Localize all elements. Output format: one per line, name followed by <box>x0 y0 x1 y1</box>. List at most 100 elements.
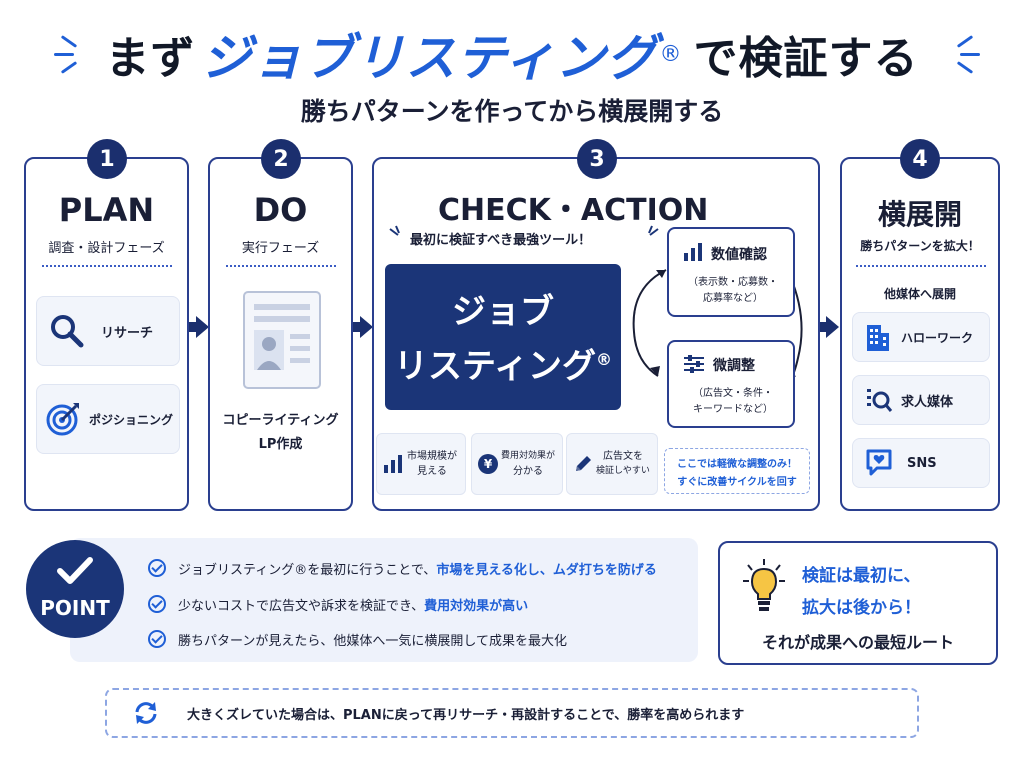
channel-label: 求人媒体 <box>901 394 954 410</box>
step-title: CHECK・ACTION <box>438 193 709 228</box>
lightbulb-icon <box>743 559 785 611</box>
tagline-spark-right-icon <box>648 225 659 236</box>
job-listing-box: ジョブ リスティング® <box>385 264 621 410</box>
target-icon <box>46 403 79 436</box>
flow-arrow-stem <box>353 322 361 332</box>
point-label: POINT <box>40 596 110 620</box>
point-highlight: 費用対効果が高い <box>424 598 529 614</box>
job-listing-registered-mark: ® <box>595 350 612 369</box>
point-badge: POINT <box>26 540 124 638</box>
benefit-line1: 広告文を <box>602 451 643 462</box>
benefit-line2: 分かる <box>513 466 543 477</box>
document-profile-icon <box>243 291 321 389</box>
benefit-ad-testing: 広告文を 検証しやすい <box>566 433 658 495</box>
step-title: 横展開 <box>877 198 962 231</box>
check-card-title: 微調整 <box>713 358 755 374</box>
flow-arrow-stem <box>820 322 828 332</box>
check-card-detail-line2: 応募率など） <box>703 293 763 304</box>
step-number-badge: 1 <box>87 139 127 179</box>
point-text: 少ないコストで広告文や訴求を検証でき、 <box>178 598 425 614</box>
job-listing-line2: リスティング® <box>394 346 612 387</box>
check-card-detail-line2: キーワードなど） <box>693 404 773 415</box>
expansion-section-label: 他媒体へ展開 <box>883 287 956 301</box>
note-line1: ここでは軽微な調整のみ！ <box>677 458 797 470</box>
building-icon <box>867 325 889 351</box>
point-text: ジョブリスティング®を最初に行うことで、 <box>178 562 437 578</box>
plan-item-positioning: ポジショニング <box>36 384 180 454</box>
step-subtitle: 勝ちパターンを拡大！ <box>860 239 980 253</box>
flow-arrow-icon <box>826 316 839 338</box>
step-subtitle: 調査・設計フェーズ <box>48 241 165 256</box>
bar-chart-icon <box>384 455 402 473</box>
step-do: 2 DO 実行フェーズ コピーライティング LP作成 <box>208 139 353 511</box>
do-caption-line1: コピーライティング <box>222 413 339 428</box>
point-panel <box>70 538 698 662</box>
step-number-badge: 2 <box>261 139 301 179</box>
tip-line2: 拡大は後から！ <box>802 598 921 618</box>
bar-chart-icon <box>684 243 702 261</box>
page-title: まず ジョブリスティング ® で検証する <box>0 22 1024 87</box>
note-line2: すぐに改善サイクルを回す <box>677 476 797 488</box>
check-card-title: 数値確認 <box>711 247 767 263</box>
do-caption-line2: LP作成 <box>258 437 303 452</box>
flow-arrow-icon <box>196 316 209 338</box>
channel-label: ハローワーク <box>901 330 974 345</box>
plan-item-label: リサーチ <box>101 325 154 341</box>
step-plan: 1 PLAN 調査・設計フェーズ リサーチ ポジショニング <box>24 139 189 511</box>
sparkle-left-icon <box>52 35 88 74</box>
benefit-cost-effectiveness: ¥ 費用対効果が 分かる <box>471 433 563 495</box>
benefit-line2: 見える <box>417 466 447 477</box>
benefit-market-size: 市場規模が 見える <box>376 433 466 495</box>
adjustment-note: ここでは軽微な調整のみ！ すぐに改善サイクルを回す <box>664 448 810 494</box>
title-registered-mark: ® <box>659 41 682 67</box>
step-number-badge: 4 <box>900 139 940 179</box>
check-card-detail-line1: （広告文・条件・ <box>693 388 773 399</box>
heart-chat-icon <box>866 449 892 476</box>
point-item: 少ないコストで広告文や訴求を検証でき、費用対効果が高い <box>148 593 528 615</box>
step-number-badge: 3 <box>577 139 617 179</box>
tip-line3: それが成果への最短ルート <box>761 633 954 652</box>
channel-sns: SNS <box>852 438 990 488</box>
point-highlight: 市場を見える化し、ムダ打ちを防げる <box>436 562 657 578</box>
step-title: DO <box>253 191 308 229</box>
bottom-note-bar: 大きくズレていた場合は、PLANに戻って再リサーチ・再設計することで、勝率を高め… <box>105 688 919 738</box>
point-item: ジョブリスティング®を最初に行うことで、市場を見える化し、ムダ打ちを防げる <box>148 557 657 579</box>
sliders-icon <box>684 355 704 373</box>
benefit-line1: 市場規模が <box>407 451 457 462</box>
pencil-icon <box>576 456 591 471</box>
check-circle-icon <box>148 595 166 613</box>
title-suffix: で検証する <box>693 33 919 84</box>
channel-label: SNS <box>907 455 937 471</box>
title-prefix: まず <box>105 33 196 84</box>
step-subtitle: 実行フェーズ <box>241 241 320 256</box>
tagline-spark-left-icon <box>389 225 400 236</box>
channel-job-media: 求人媒体 <box>852 375 990 425</box>
point-item: 勝ちパターンが見えたら、他媒体へ一気に横展開して成果を最大化 <box>148 628 567 650</box>
title-accent: ジョブリスティング <box>201 29 658 87</box>
channel-hellowork: ハローワーク <box>852 312 990 362</box>
check-tagline: 最初に検証すべき最強ツール！ <box>410 233 592 248</box>
job-listing-line1: ジョブ <box>452 292 554 332</box>
divider <box>856 265 986 267</box>
step-title: PLAN <box>58 191 155 229</box>
checkmark-icon <box>57 557 93 584</box>
check-circle-icon <box>148 559 166 577</box>
check-circle-icon <box>148 630 166 648</box>
search-list-icon <box>867 389 893 412</box>
step-expansion: 4 横展開 勝ちパターンを拡大！ 他媒体へ展開 ハローワーク 求人媒体 SNS <box>840 139 1000 511</box>
check-card-tuning: 微調整 （広告文・条件・ キーワードなど） <box>667 340 795 428</box>
magnifier-icon <box>51 315 84 348</box>
refresh-icon <box>135 702 157 724</box>
plan-item-label: ポジショニング <box>89 412 174 427</box>
plan-item-research: リサーチ <box>36 296 180 366</box>
page-subtitle: 勝ちパターンを作ってから横展開する <box>300 97 724 126</box>
check-card-detail-line1: （表示数・応募数・ <box>688 277 778 288</box>
flow-arrow-icon <box>360 316 373 338</box>
benefit-line2: 検証しやすい <box>596 466 650 476</box>
divider <box>226 265 336 267</box>
bottom-note-text: 大きくズレていた場合は、PLANに戻って再リサーチ・再設計することで、勝率を高め… <box>187 707 745 723</box>
tip-line1: 検証は最初に、 <box>802 566 921 586</box>
sparkle-right-icon <box>950 35 986 74</box>
check-card-metrics: 数値確認 （表示数・応募数・ 応募率など） <box>667 227 795 317</box>
divider <box>42 265 172 267</box>
